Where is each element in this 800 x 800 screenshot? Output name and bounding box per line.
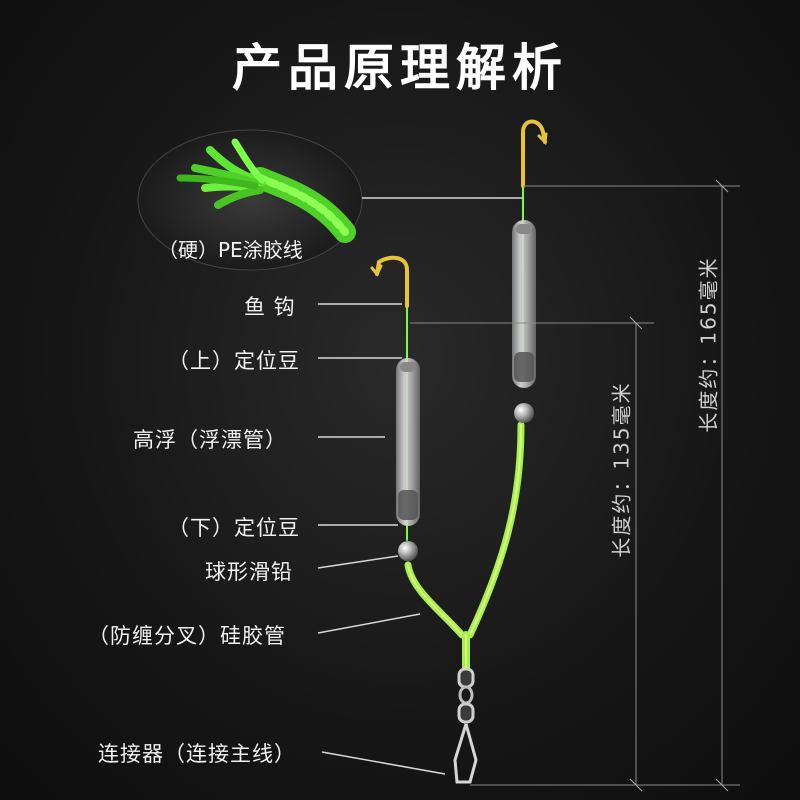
pe-braid-icon <box>176 138 356 243</box>
label-lower-bean: （下）定位豆 <box>168 516 300 540</box>
page-title: 产品原理解析 <box>232 39 568 97</box>
hook-icon-left <box>370 255 409 308</box>
fishing-line <box>404 184 525 672</box>
label-upper-bean: （上）定位豆 <box>168 349 300 373</box>
dimension-lines <box>410 179 740 792</box>
leader-lines <box>317 197 523 775</box>
float-tube-right <box>512 220 536 388</box>
label-silicone-tube: （防缠分叉）硅胶管 <box>88 624 286 648</box>
label-ball-lead: 球形滑铅 <box>205 560 293 584</box>
float-tube-left <box>396 358 420 526</box>
hook-icon-right <box>521 119 548 188</box>
dimension-label-long: 长度约：165毫米 <box>696 256 721 433</box>
dimension-label-short: 长度约：135毫米 <box>609 381 634 558</box>
label-connector: 连接器（连接主线） <box>98 742 296 766</box>
pe-line-inset <box>137 129 363 271</box>
lead-ball-left <box>398 541 418 561</box>
label-hook: 鱼 钩 <box>244 295 296 319</box>
lead-ball-right <box>514 403 534 423</box>
swivel-connector-icon <box>453 667 478 784</box>
label-float: 高浮（浮漂管） <box>133 428 287 452</box>
pe-line-label: （硬）PE涂胶线 <box>158 238 303 262</box>
